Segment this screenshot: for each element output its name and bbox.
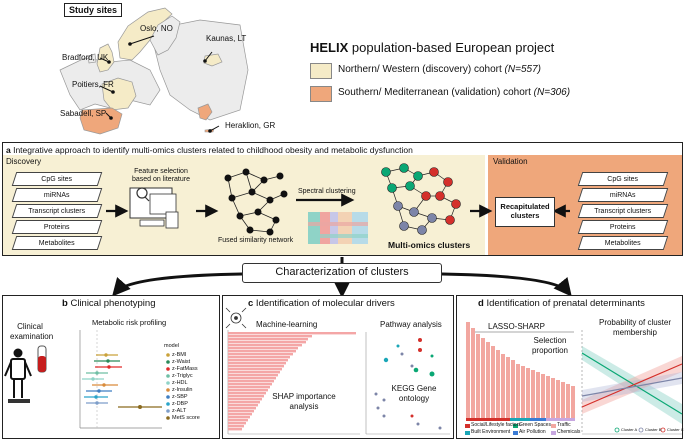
site-sabadell: Sabadell, SP xyxy=(60,109,107,118)
panel-a-title: a Integrative approach to identify multi… xyxy=(6,145,413,155)
legend-zbmi: z-BMI xyxy=(172,352,187,358)
legend-zinsulin: z-Insulin xyxy=(172,387,193,393)
legend-zsbp: z-SBP xyxy=(172,394,188,400)
cluster-a-legend: Cluster A xyxy=(621,427,638,432)
europe-map: Study sites Oslo, NO Kaunas, LT Bradford… xyxy=(0,0,275,140)
site-kaunas: Kaunas, LT xyxy=(206,34,247,43)
fused-network-label: Fused similarity network xyxy=(218,237,294,244)
cat-chemicals: Chemicals xyxy=(557,429,581,435)
selection-label: Selection proportion xyxy=(531,336,569,355)
northern-label: Northern/ Western (discovery) cohort xyxy=(338,64,505,75)
feature-selection-label: Feature selection based on literature xyxy=(132,168,190,183)
scale-icon xyxy=(8,399,30,403)
pathway-label: Pathway analysis xyxy=(380,320,442,329)
discovery-label: Discovery xyxy=(6,157,42,166)
cat-social: Social/Lifestyle factors xyxy=(471,422,521,428)
validation-label: Validation xyxy=(493,157,528,166)
shap-bars xyxy=(228,332,356,431)
panel-b-letter: b xyxy=(62,298,68,309)
cat-built: Built Environment xyxy=(471,429,511,435)
map-shapes xyxy=(59,7,249,135)
characterization-box xyxy=(242,263,442,283)
blood-tube-icon xyxy=(38,356,46,372)
spectral-label: Spectral clustering xyxy=(298,188,356,195)
cat-air: Air Pollution xyxy=(519,429,546,435)
selection-bars xyxy=(466,322,575,418)
northern-swatch xyxy=(310,63,332,79)
northern-legend: Northern/ Western (discovery) cohort (N=… xyxy=(338,64,541,75)
pathway-dots xyxy=(374,338,442,430)
cat-green: Green Spaces xyxy=(519,422,551,428)
southern-label: Southern/ Mediterranean (validation) coh… xyxy=(338,87,534,98)
characterization-label: Characterization of clusters xyxy=(275,266,409,278)
panel-a-title-text: Integrative approach to identify multi-o… xyxy=(10,145,413,155)
recapitulated-box xyxy=(495,197,555,227)
legend-zwaist: z-Waist xyxy=(172,359,191,365)
metabolic-profiling-label: Metabolic risk profiling xyxy=(92,318,167,327)
panel-c-title-text: Identification of molecular drivers xyxy=(253,298,395,309)
clinical-exam-label: Clinical examination xyxy=(10,322,54,341)
panel-b-title-text: Clinical phenotyping xyxy=(67,298,156,309)
lasso-label: LASSO-SHARP xyxy=(488,322,545,331)
southern-n: (N=306) xyxy=(533,87,571,98)
southern-swatch xyxy=(310,86,332,102)
legend-mets: MetS score xyxy=(172,415,200,421)
project-title: HELIX population-based European project xyxy=(310,40,554,55)
multiomics-label: Multi-omics clusters xyxy=(388,240,471,250)
panel-a-letter: a xyxy=(6,145,11,155)
ml-label: Machine-learning xyxy=(256,320,318,329)
study-sites-title: Study sites xyxy=(64,3,123,17)
site-oslo: Oslo, NO xyxy=(140,24,173,33)
project-brand: HELIX xyxy=(310,40,349,55)
southern-legend: Southern/ Mediterranean (validation) coh… xyxy=(338,87,570,98)
northern-n: (N=557) xyxy=(504,64,541,75)
panel-b-title: b Clinical phenotyping xyxy=(62,298,155,309)
site-heraklion: Heraklion, GR xyxy=(225,121,276,130)
recapitulated-label: Recapitulated clusters xyxy=(500,202,550,220)
panel-d-title: d Identification of prenatal determinant… xyxy=(478,298,645,309)
cluster-b-legend: Cluster B xyxy=(645,427,662,432)
legend-zfatmass: z-FatMass xyxy=(172,366,198,372)
panel-d-title-text: Identification of prenatal determinants xyxy=(483,298,645,309)
panel-d-letter: d xyxy=(478,298,484,309)
kegg-label: KEGG Gene ontology xyxy=(391,384,437,403)
project-title-text: population-based European project xyxy=(348,40,555,55)
ml-icon xyxy=(225,307,247,329)
legend-ztriglyc: z-Triglyc xyxy=(172,373,193,379)
legend-zdbp: z-DBP xyxy=(172,401,188,407)
site-poitiers: Poitiers, FR xyxy=(72,80,114,89)
panel-c-title: c Identification of molecular drivers xyxy=(248,298,395,309)
panel-c-letter: c xyxy=(248,298,254,309)
person-icon xyxy=(4,348,32,398)
legend-zhdl: z-HDL xyxy=(172,380,188,386)
legend-title: model xyxy=(164,343,179,349)
shap-label: SHAP importance analysis xyxy=(272,392,336,411)
cluster-c-legend: Cluster C xyxy=(667,427,684,432)
cat-traffic: Traffic xyxy=(557,422,571,428)
legend-zalt: z-ALT xyxy=(172,408,187,414)
site-bradford: Bradford, UK xyxy=(62,53,109,62)
probability-label: Probability of cluster membership xyxy=(598,318,672,337)
